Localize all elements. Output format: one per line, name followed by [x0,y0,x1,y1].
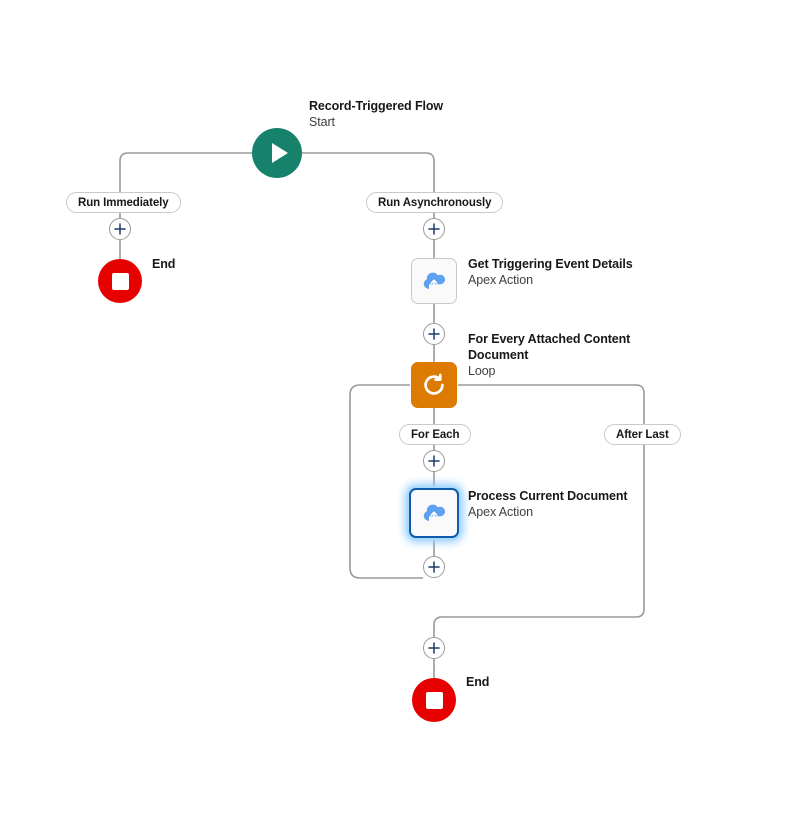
node-title: For Every Attached Content Document [468,332,631,362]
flow-node-get-triggering-event-details[interactable] [411,258,457,304]
salesforce-cloud-icon [423,272,446,289]
loop-branch-pill-after-last[interactable]: After Last [604,424,681,445]
branch-pill-run-immediately[interactable]: Run Immediately [66,192,181,213]
flow-node-get-triggering-event-details-label: Get Triggering Event Details Apex Action [468,256,633,288]
loop-refresh-icon [424,373,444,395]
salesforce-cloud-icon [423,504,446,521]
add-element-button-before-loop[interactable] [423,323,445,345]
play-icon [271,143,288,163]
plus-icon [428,642,440,654]
add-element-button-after-loop[interactable] [423,637,445,659]
add-element-button-async[interactable] [423,218,445,240]
end-node-async-label: End [466,675,490,689]
flow-node-process-current-document[interactable] [409,488,459,538]
plus-icon [428,561,440,573]
start-node[interactable] [252,128,302,178]
node-title: Process Current Document [468,489,628,503]
plus-icon [428,455,440,467]
node-title: Get Triggering Event Details [468,257,633,271]
loop-branch-pill-for-each[interactable]: For Each [399,424,472,445]
node-subtitle: Apex Action [468,273,533,287]
add-element-button-for-each[interactable] [423,450,445,472]
plus-icon [114,223,126,235]
start-node-label: Record-Triggered Flow Start [309,98,443,130]
end-node-immediate-label: End [152,257,176,271]
branch-pill-run-asynchronously[interactable]: Run Asynchronously [366,192,504,213]
flow-node-for-every-attached-content-document[interactable] [411,362,457,408]
plus-icon [428,223,440,235]
stop-square-icon [425,691,443,709]
add-element-button-immediate[interactable] [109,218,131,240]
stop-square-icon [111,272,129,290]
node-subtitle: Loop [468,364,496,378]
start-node-subtitle: Start [309,115,335,129]
end-node-async[interactable] [412,678,456,722]
end-node-immediate[interactable] [98,259,142,303]
plus-icon [428,328,440,340]
add-element-button-loop-end[interactable] [423,556,445,578]
flow-node-loop-label: For Every Attached Content Document Loop [468,331,658,379]
flow-node-process-current-document-label: Process Current Document Apex Action [468,488,628,520]
node-subtitle: Apex Action [468,505,533,519]
start-node-title: Record-Triggered Flow [309,99,444,113]
